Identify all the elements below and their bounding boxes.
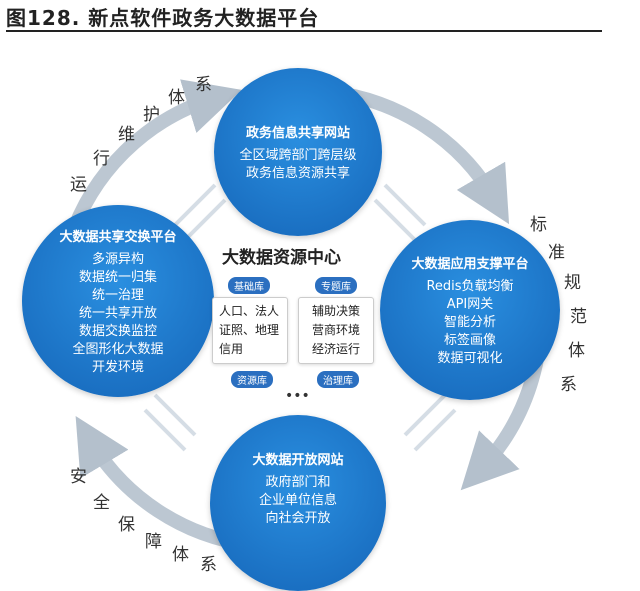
- box-line: 营商环境: [311, 323, 360, 337]
- node-line: 数据可视化: [437, 350, 503, 366]
- label-char: 安: [70, 467, 87, 487]
- label-char: 全: [93, 493, 110, 513]
- label-char: 系: [195, 75, 212, 95]
- inner-arrow-tl: [173, 183, 217, 227]
- box-line: 经济运行: [311, 342, 360, 356]
- node-title: 大数据应用支撑平台: [411, 256, 529, 272]
- resource-center-title: 大数据资源中心: [222, 248, 341, 268]
- label-char: 准: [548, 243, 565, 263]
- label-char: 保: [118, 515, 135, 535]
- box-line: 辅助决策: [311, 304, 360, 318]
- node-line: API网关: [446, 296, 494, 312]
- label-char: 标: [530, 215, 547, 235]
- label-char: 系: [200, 555, 217, 575]
- node-app-support-platform: 大数据应用支撑平台 Redis负载均衡 API网关 智能分析 标签画像 数据可视…: [380, 220, 560, 400]
- node-line: 标签画像: [443, 332, 496, 348]
- node-gov-info-sharing-site: 政务信息共享网站 全区域跨部门跨层级 政务信息资源共享: [214, 68, 382, 236]
- label-char: 障: [145, 532, 162, 552]
- node-title: 大数据开放网站: [252, 452, 344, 468]
- node-line: 政务信息资源共享: [245, 165, 350, 181]
- title-divider: [6, 30, 602, 32]
- box-line: 信用: [219, 342, 244, 356]
- inner-arrow-br: [413, 408, 457, 452]
- topic-db-box: 辅助决策 营商环境 经济运行: [298, 297, 374, 364]
- label-char: 体: [168, 88, 185, 108]
- label-char: 系: [560, 375, 577, 395]
- node-line: 数据统一归集: [78, 269, 157, 285]
- inner-arrow-tr: [383, 183, 427, 227]
- node-line: 多源异构: [91, 251, 144, 267]
- node-line: 政府部门和: [265, 474, 331, 490]
- node-line: 全区域跨部门跨层级: [239, 147, 357, 163]
- pill-governance-db: 治理库: [317, 371, 359, 388]
- inner-arrow-bl: [143, 408, 187, 452]
- node-data-exchange-platform: 大数据共享交换平台 多源异构 数据统一归集 统一治理 统一共享开放 数据交换监控…: [22, 205, 214, 397]
- label-char: 体: [172, 545, 189, 565]
- node-line: 统一治理: [91, 287, 144, 303]
- node-open-data-site: 大数据开放网站 政府部门和 企业单位信息 向社会开放: [210, 415, 386, 591]
- node-title: 政务信息共享网站: [245, 125, 350, 141]
- label-char: 行: [93, 149, 110, 169]
- node-line: 全图形化大数据: [72, 341, 164, 357]
- box-line: 证照、地理: [219, 323, 280, 337]
- box-line: 人口、法人: [219, 304, 280, 318]
- basic-db-box: 人口、法人 证照、地理 信用: [212, 297, 288, 364]
- node-line: Redis负载均衡: [426, 278, 514, 294]
- pill-resource-db: 资源库: [231, 371, 273, 388]
- node-line: 向社会开放: [265, 510, 331, 526]
- label-char: 规: [564, 273, 581, 293]
- label-char: 护: [143, 105, 160, 125]
- label-char: 体: [568, 341, 585, 361]
- node-line: 开发环境: [91, 359, 144, 375]
- node-line: 智能分析: [443, 314, 496, 330]
- node-title: 大数据共享交换平台: [59, 229, 177, 245]
- node-line: 数据交换监控: [78, 323, 157, 339]
- node-line: 统一共享开放: [78, 305, 157, 321]
- label-char: 运: [70, 175, 87, 195]
- figure-title: 图128. 新点软件政务大数据平台: [6, 6, 320, 30]
- label-char: 维: [118, 125, 135, 145]
- pill-topic-db: 专题库: [315, 277, 357, 294]
- pill-basic-db: 基础库: [228, 277, 270, 294]
- label-char: 范: [570, 307, 587, 327]
- more-ellipsis: •••: [285, 388, 310, 404]
- node-line: 企业单位信息: [258, 492, 337, 508]
